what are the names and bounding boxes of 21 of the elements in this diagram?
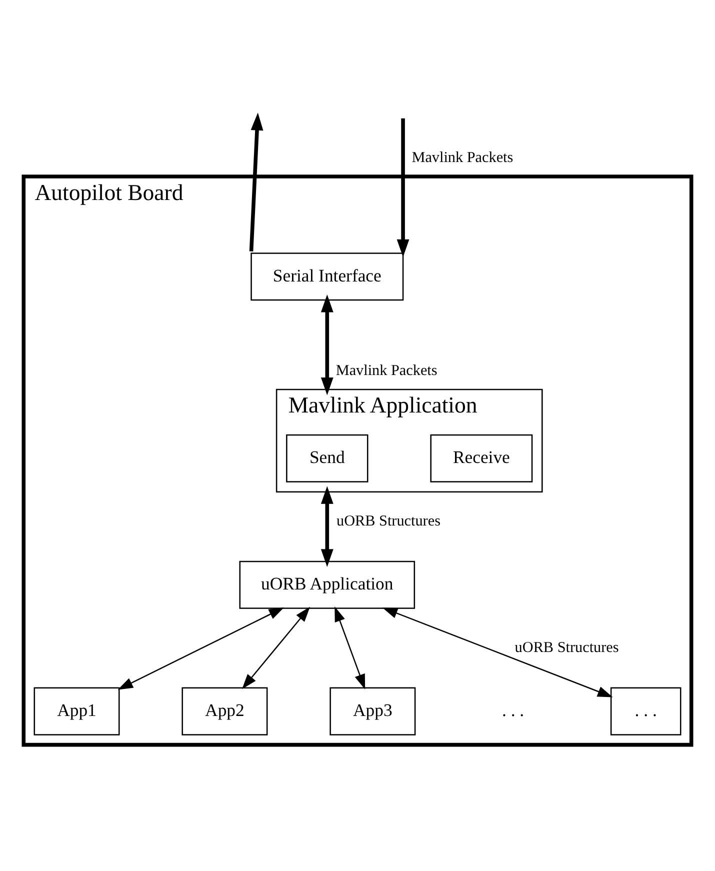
- arrow: [249, 112, 264, 251]
- arrow: [242, 606, 310, 689]
- arrow: [118, 606, 284, 690]
- node-box: Receive: [430, 434, 533, 482]
- node-box: . . .: [610, 686, 682, 735]
- arrow: [334, 606, 366, 689]
- node-box: App2: [182, 686, 268, 735]
- arrow: [320, 486, 334, 566]
- label: . . .: [502, 699, 524, 720]
- arrow: [396, 118, 410, 257]
- node-box: Serial Interface: [250, 252, 404, 300]
- edge-label: uORB Structures: [514, 638, 619, 656]
- node-box: Send: [286, 434, 368, 482]
- node-box: App3: [330, 686, 416, 735]
- node-box: uORB Application: [239, 560, 416, 608]
- arrow: [382, 607, 613, 697]
- arrow: [320, 294, 334, 395]
- edge-label: uORB Structures: [336, 512, 440, 530]
- edge-label: Mavlink Packets: [336, 362, 438, 379]
- node-box: App1: [34, 686, 120, 735]
- edge-label: Mavlink Packets: [412, 148, 514, 166]
